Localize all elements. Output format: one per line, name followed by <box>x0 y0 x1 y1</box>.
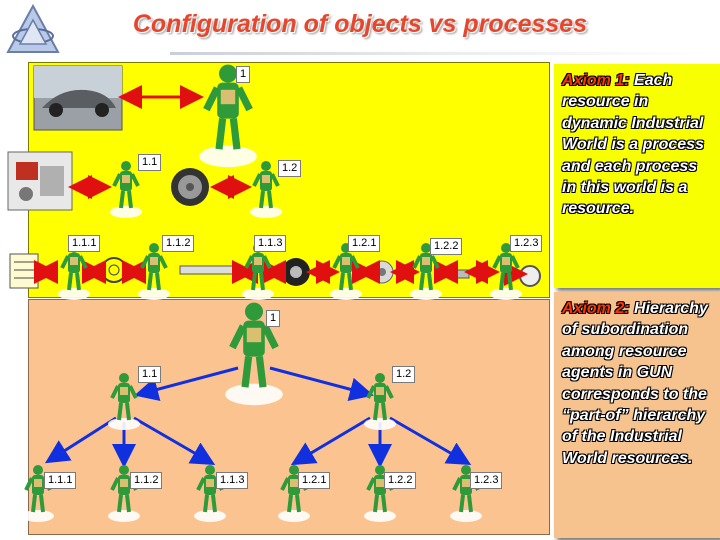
axiom-2-box: Axiom 2: Hierarchy of subordination amon… <box>554 292 720 538</box>
gear-part-sketch <box>102 258 126 282</box>
node-label-1-2-2: 1.2.2 <box>430 238 462 255</box>
bolt-photo <box>455 270 469 278</box>
node-label-1-2-2-bottom: 1.2.2 <box>384 472 416 489</box>
engine-part-sketch <box>10 254 38 288</box>
axiom-1-box: Axiom 1: Each resource in dynamic Indust… <box>554 64 720 288</box>
node-label-1-bottom: 1 <box>266 310 280 327</box>
node-label-1-1-1-bottom: 1.1.1 <box>44 472 76 489</box>
node-label-1-1-3-bottom: 1.1.3 <box>216 472 248 489</box>
node-label-1-2: 1.2 <box>278 160 301 177</box>
bearing-photo <box>520 266 540 286</box>
car-photo <box>34 66 122 130</box>
axiom-2-text: Hierarchy of subordination among resourc… <box>562 300 708 467</box>
node-label-1-1-2-bottom: 1.1.2 <box>130 472 162 489</box>
node-label-1-2-1: 1.2.1 <box>348 235 380 252</box>
hub-photo <box>371 261 393 283</box>
axiom-1-heading: Axiom 1: <box>562 72 630 89</box>
wheel-rim-photo <box>171 168 209 206</box>
node-label-1-2-3: 1.2.3 <box>510 235 542 252</box>
shaft-part-sketch <box>180 266 238 274</box>
node-label-1-1-bottom: 1.1 <box>138 366 161 383</box>
node-label-1-1-3: 1.1.3 <box>254 235 286 252</box>
engine-photo <box>8 152 72 210</box>
axiom-1-text: Each resource in dynamic Industrial Worl… <box>562 72 704 217</box>
node-label-1-2-1-bottom: 1.2.1 <box>298 472 330 489</box>
node-label-1-1-2: 1.1.2 <box>162 235 194 252</box>
node-label-1-1-1: 1.1.1 <box>68 235 100 252</box>
node-label-1-2-3-bottom: 1.2.3 <box>470 472 502 489</box>
brake-disc-photo <box>282 258 310 286</box>
axiom-2-heading: Axiom 2: <box>562 300 630 317</box>
node-label-1-2-bottom: 1.2 <box>392 366 415 383</box>
node-label-1: 1 <box>236 66 250 83</box>
node-label-1-1: 1.1 <box>138 154 161 171</box>
agent-1-1-bottom <box>108 373 140 430</box>
